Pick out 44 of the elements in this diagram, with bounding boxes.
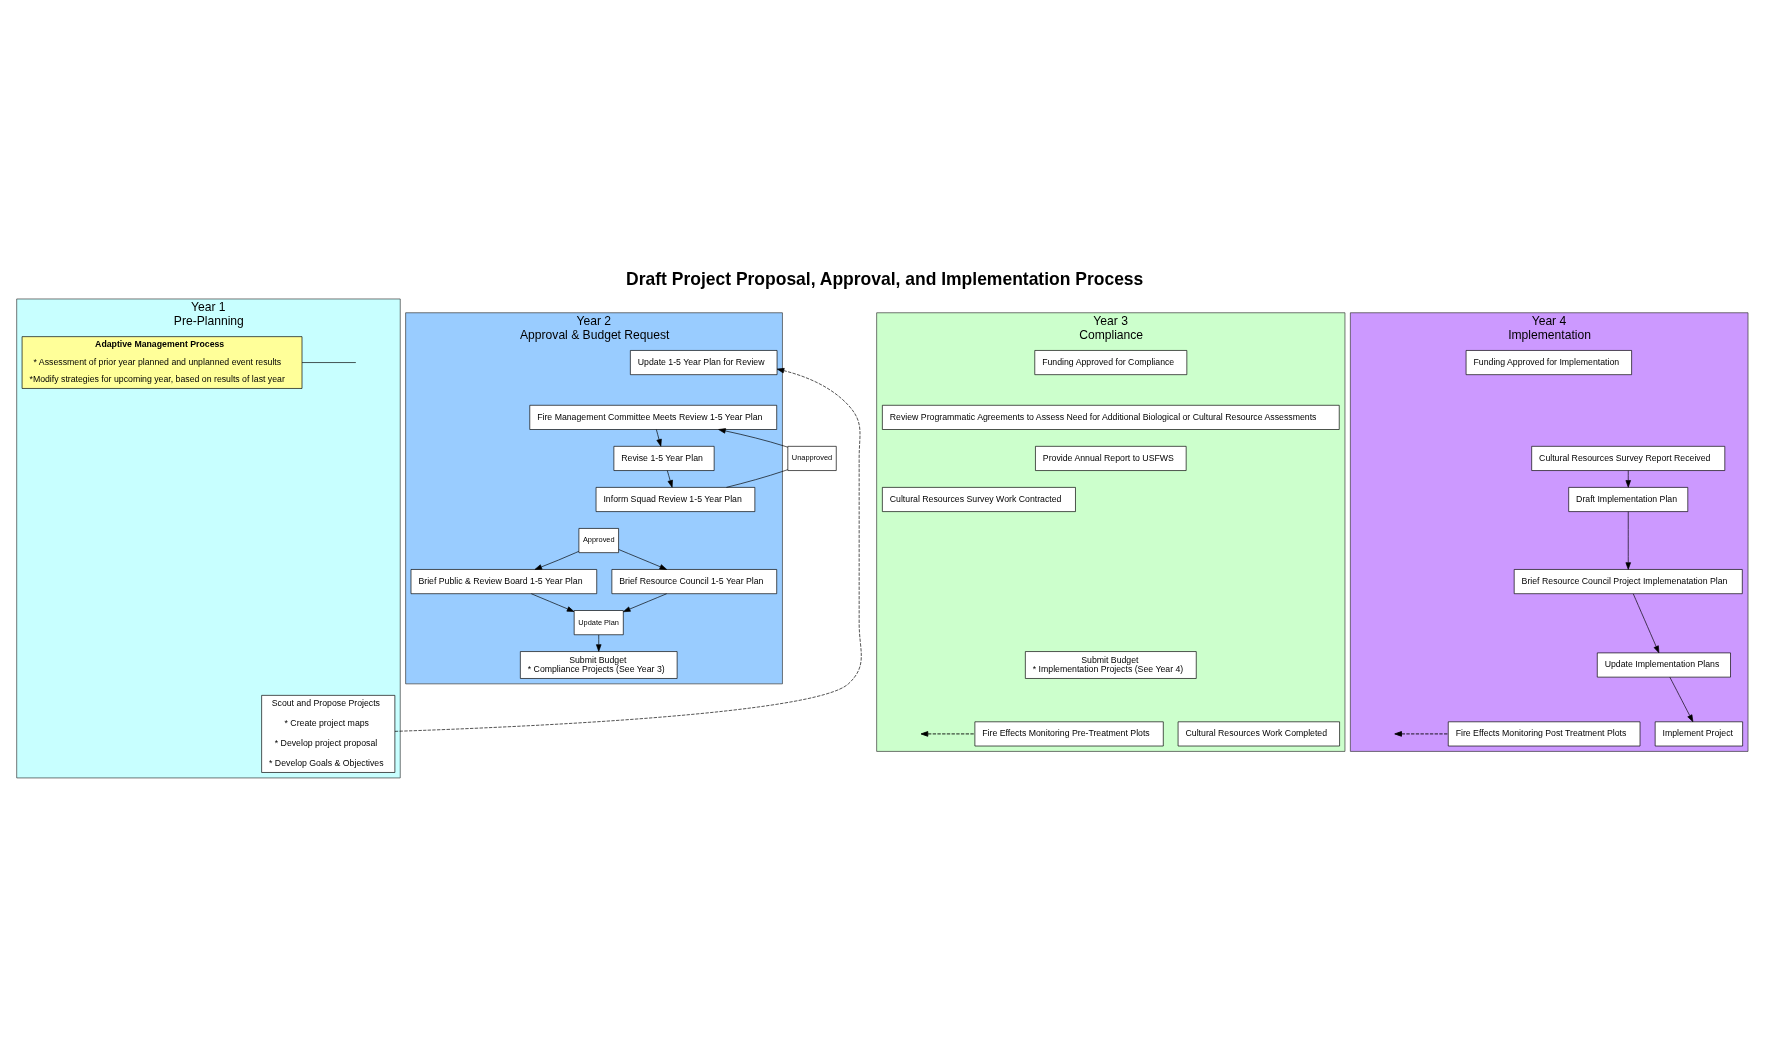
arrow [1632,593,1660,654]
node-box: Draft Implementation Plan [1568,487,1689,512]
arrow [618,549,667,570]
node-box: Fire Management Committee Meets Review 1-5 Year Plan [529,404,778,430]
arrow [667,470,673,488]
node-box: Fire Effects Monitoring Post Treatment Plots [1447,721,1641,747]
node-box: Brief Resource Council Project Implemenatation Plan [1513,569,1743,595]
node-box: Cultural Resources Survey Report Received [1531,446,1726,471]
arrow [596,634,602,652]
node-box: Implement Project [1654,721,1743,747]
node-box: Submit Budget * Compliance Projects (See Year 3) [520,651,678,679]
node-box: Review Programmatic Agreements to Assess Need for Additional Biological or Cultural Resource Assessments [882,404,1340,430]
arrow [1669,676,1694,723]
node-box: Inform Squad Review 1-5 Year Plan [595,487,756,512]
arrow [920,731,976,737]
node-box: Scout and Propose Projects * Create project maps * Develop project proposal * Develop Goals & Objectives [261,695,396,773]
node-box: Revise 1-5 Year Plan [613,446,715,471]
arrow [623,593,667,613]
connector [301,362,357,363]
node-box: Update Implementation Plans [1596,652,1731,678]
node-box: Submit Budget * Implementation Projects (See Year 4) [1025,651,1197,679]
diagram-title: Draft Project Proposal, Approval, and Implementation Process [626,268,1144,289]
node-box: Cultural Resources Work Completed [1177,721,1340,747]
arrow [394,368,862,732]
arrow [530,593,575,612]
node-box: Update Plan [573,610,624,636]
node-box: Brief Resource Council 1-5 Year Plan [611,569,778,595]
arrow [1625,470,1631,488]
node-box: Unapproved [787,446,837,471]
node-box: Update 1-5 Year Plan for Review [630,350,778,375]
arrow [718,428,789,448]
arrow [656,429,662,447]
arrow [1394,731,1449,737]
connector [726,469,789,488]
node-box: Approved [578,528,619,553]
node-box: Adaptive Management Process * Assessment of prior year planned and unplanned event results *Modify strategies for upcoming year, based on results of last year [21,336,303,389]
node-box: Brief Public & Review Board 1-5 Year Plan [410,569,598,595]
arrow [1625,511,1631,570]
node-box: Funding Approved for Implementation [1465,350,1632,375]
node-box: Funding Approved for Compliance [1034,350,1188,375]
arrow [534,550,580,570]
node-box: Provide Annual Report to USFWS [1035,446,1187,471]
node-box: Cultural Resources Survey Work Contracted [882,487,1076,512]
node-box: Fire Effects Monitoring Pre-Treatment Plots [974,721,1164,747]
